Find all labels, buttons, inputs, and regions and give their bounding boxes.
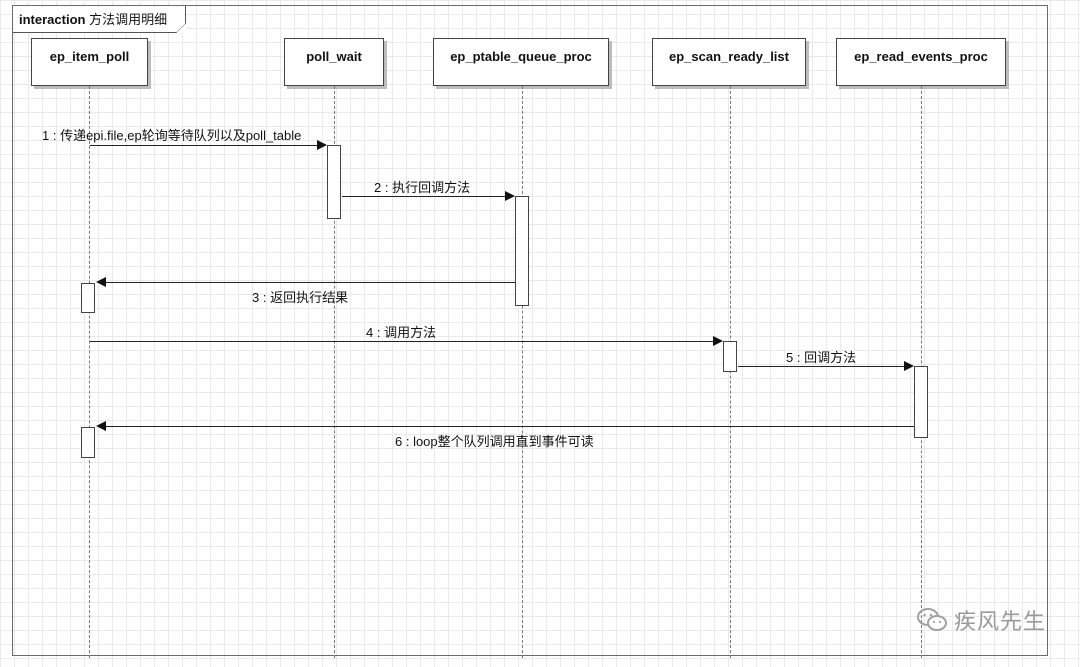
frame-name: 方法调用明细 xyxy=(89,12,168,27)
lifeline-label: ep_item_poll xyxy=(49,49,130,64)
frame-keyword: interaction xyxy=(19,12,86,27)
activation-poll-wait[interactable] xyxy=(327,145,341,219)
lifeline-poll-wait[interactable]: poll_wait xyxy=(284,38,384,86)
lifeline-ep-read-events-proc[interactable]: ep_read_events_proc xyxy=(836,38,1006,86)
lifeline-label: ep_ptable_queue_proc xyxy=(450,49,592,64)
lifeline-dash-ep-item-poll xyxy=(89,86,90,658)
activation-ep-scan-ready-list[interactable] xyxy=(723,341,737,372)
message-5-arrowhead xyxy=(904,361,914,371)
message-3-label: 3 : 返回执行结果 xyxy=(252,290,349,305)
activation-ep-item-poll-2[interactable] xyxy=(81,427,95,458)
message-4-line[interactable] xyxy=(90,341,714,342)
message-2-label: 2 : 执行回调方法 xyxy=(374,180,471,195)
message-6-line[interactable] xyxy=(105,426,914,427)
lifeline-ep-ptable-queue-proc[interactable]: ep_ptable_queue_proc xyxy=(433,38,609,86)
message-4-label: 4 : 调用方法 xyxy=(366,325,437,340)
lifeline-ep-item-poll[interactable]: ep_item_poll xyxy=(31,38,148,86)
watermark-text: 疾风先生 xyxy=(953,609,1046,634)
message-1-line[interactable] xyxy=(90,145,318,146)
frame-tab-corner xyxy=(176,23,187,33)
message-2-line[interactable] xyxy=(342,196,506,197)
interaction-frame: interaction 方法调用明细 xyxy=(12,5,1048,656)
message-1-arrowhead xyxy=(317,140,327,150)
message-6-label: 6 : loop整个队列调用直到事件可读 xyxy=(395,434,594,449)
lifeline-ep-scan-ready-list[interactable]: ep_scan_ready_list xyxy=(652,38,806,86)
frame-title: interaction 方法调用明细 xyxy=(13,6,187,33)
message-6-arrowhead xyxy=(96,421,106,431)
wechat-icon xyxy=(916,607,948,633)
message-3-arrowhead xyxy=(96,277,106,287)
message-3-line[interactable] xyxy=(105,282,515,283)
lifeline-label: poll_wait xyxy=(306,49,362,64)
watermark: 疾风先生 xyxy=(916,604,1046,636)
activation-ep-ptable-queue-proc[interactable] xyxy=(515,196,529,306)
activation-ep-item-poll-1[interactable] xyxy=(81,283,95,313)
message-1-label: 1 : 传递epi.file,ep轮询等待队列以及poll_table xyxy=(42,128,302,143)
message-5-label: 5 : 回调方法 xyxy=(786,350,857,365)
lifeline-label: ep_read_events_proc xyxy=(854,49,988,64)
activation-ep-read-events-proc[interactable] xyxy=(914,366,928,438)
lifeline-dash-ep-ptable-queue-proc xyxy=(522,86,523,658)
lifeline-dash-ep-scan-ready-list xyxy=(730,86,731,658)
message-5-line[interactable] xyxy=(738,366,905,367)
lifeline-dash-poll-wait xyxy=(334,86,335,658)
message-2-arrowhead xyxy=(505,191,515,201)
lifeline-label: ep_scan_ready_list xyxy=(669,49,789,64)
message-4-arrowhead xyxy=(713,336,723,346)
